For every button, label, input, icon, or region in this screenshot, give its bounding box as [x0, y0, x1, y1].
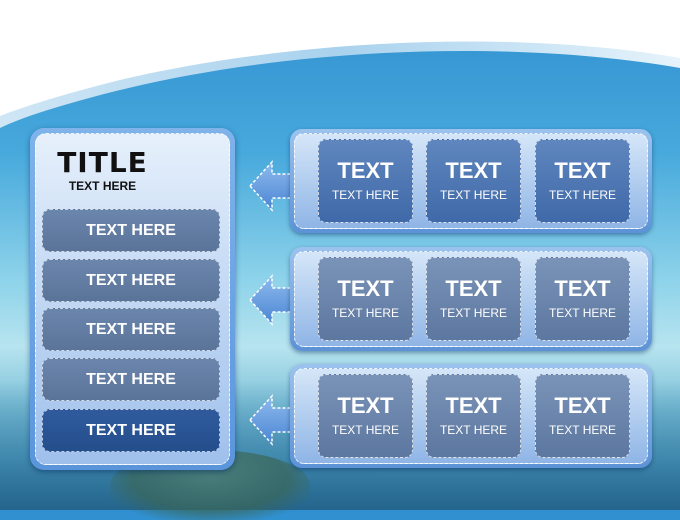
- cell-heading: TEXT: [554, 158, 611, 183]
- row2-cell-2[interactable]: TEXT TEXT HERE: [426, 257, 521, 341]
- left-list-item-2[interactable]: TEXT HERE: [42, 259, 220, 302]
- left-list-item-1[interactable]: TEXT HERE: [42, 209, 220, 252]
- cell-text: TEXT HERE: [331, 188, 400, 202]
- cell-text: TEXT HERE: [439, 423, 508, 437]
- left-arrow-icon: [248, 160, 293, 212]
- cell-text: TEXT HERE: [548, 306, 617, 320]
- cell-heading: TEXT: [337, 158, 394, 183]
- row3-cell-1[interactable]: TEXT TEXT HERE: [318, 374, 413, 458]
- row-panel-3: TEXT TEXT HERE TEXT TEXT HERE TEXT TEXT …: [290, 364, 652, 468]
- row3-cell-2[interactable]: TEXT TEXT HERE: [426, 374, 521, 458]
- white-header-curve: [0, 0, 680, 128]
- left-arrow-icon: [248, 274, 293, 326]
- row1-cell-1[interactable]: TEXT TEXT HERE: [318, 139, 413, 223]
- cell-heading: TEXT: [445, 393, 502, 418]
- left-list-item-3[interactable]: TEXT HERE: [42, 308, 220, 351]
- cell-text: TEXT HERE: [439, 188, 508, 202]
- row-panel-2: TEXT TEXT HERE TEXT TEXT HERE TEXT TEXT …: [290, 247, 652, 351]
- panel-title: TITLE: [57, 146, 148, 179]
- left-arrow-icon: [248, 394, 293, 446]
- cell-text: TEXT HERE: [331, 306, 400, 320]
- cell-heading: TEXT: [445, 158, 502, 183]
- cell-text: TEXT HERE: [331, 423, 400, 437]
- cell-text: TEXT HERE: [548, 423, 617, 437]
- row1-cell-2[interactable]: TEXT TEXT HERE: [426, 139, 521, 223]
- cell-text: TEXT HERE: [439, 306, 508, 320]
- row2-cell-3[interactable]: TEXT TEXT HERE: [535, 257, 630, 341]
- row1-cell-3[interactable]: TEXT TEXT HERE: [535, 139, 630, 223]
- cell-heading: TEXT: [337, 393, 394, 418]
- cell-heading: TEXT: [337, 276, 394, 301]
- row2-cell-1[interactable]: TEXT TEXT HERE: [318, 257, 413, 341]
- cell-heading: TEXT: [445, 276, 502, 301]
- panel-subtitle: TEXT HERE: [68, 179, 137, 193]
- left-list-item-4[interactable]: TEXT HERE: [42, 358, 220, 401]
- left-list-item-5[interactable]: TEXT HERE: [42, 409, 220, 452]
- cell-heading: TEXT: [554, 276, 611, 301]
- cell-heading: TEXT: [554, 393, 611, 418]
- row-panel-1: TEXT TEXT HERE TEXT TEXT HERE TEXT TEXT …: [290, 129, 652, 233]
- cell-text: TEXT HERE: [548, 188, 617, 202]
- row3-cell-3[interactable]: TEXT TEXT HERE: [535, 374, 630, 458]
